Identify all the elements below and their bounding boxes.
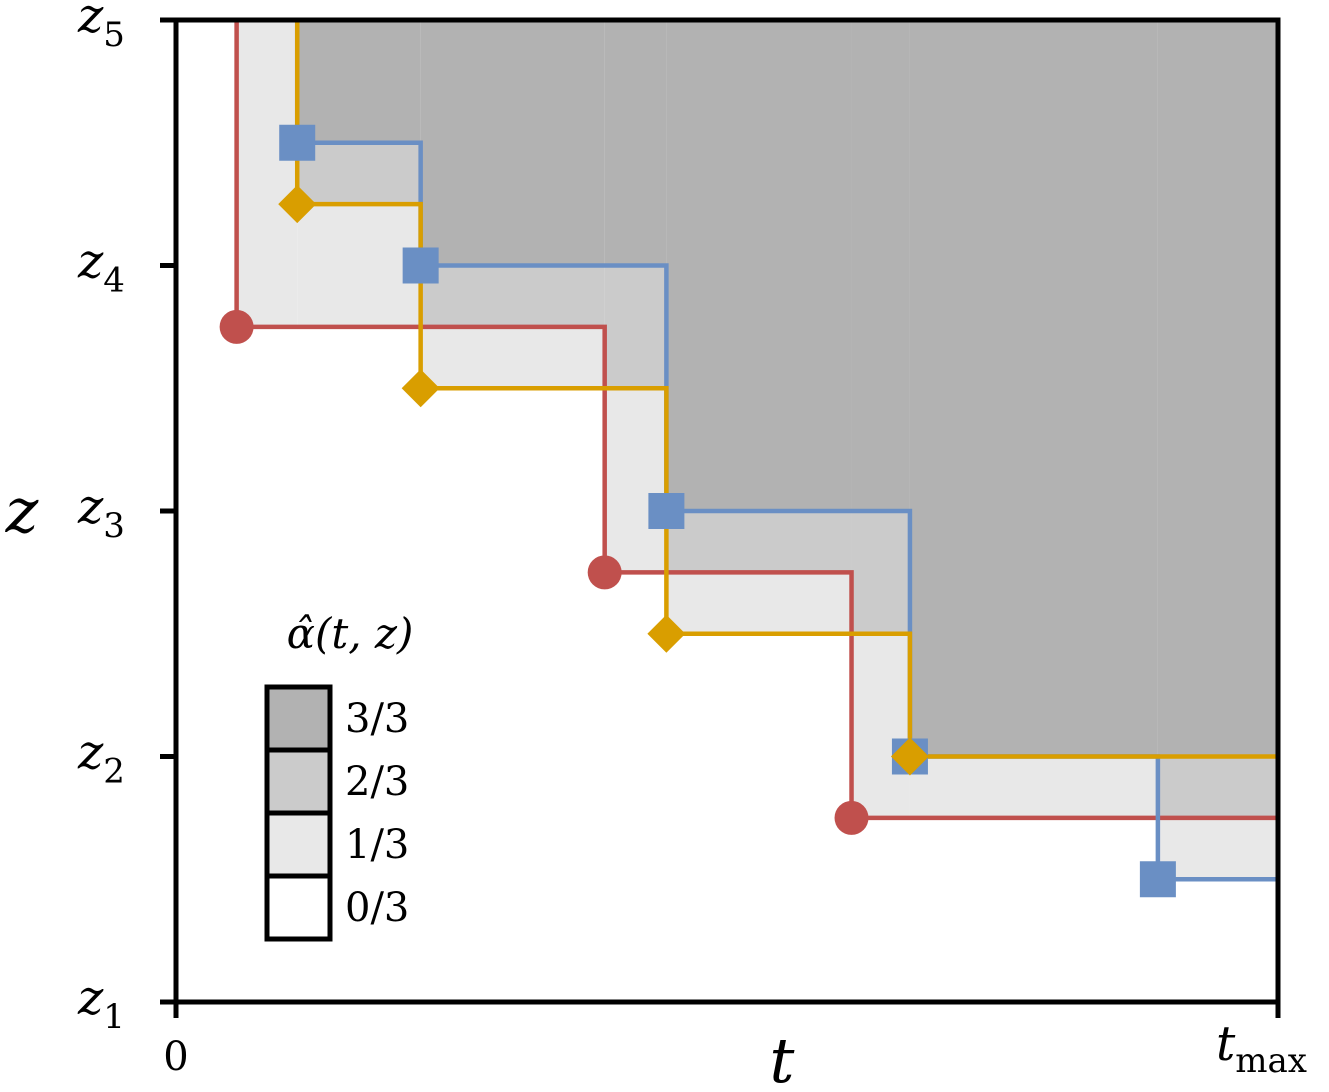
square-marker (1139, 861, 1176, 898)
coverage-fill-0-of-3 (604, 572, 667, 1002)
coverage-fill-1-of-3 (604, 388, 667, 573)
legend-label: 3/3 (345, 696, 409, 742)
coverage-fill-3-of-3 (420, 20, 605, 266)
coverage-fill-0-of-3 (420, 388, 605, 1002)
coverage-fill-3-of-3 (666, 20, 852, 511)
coverage-fill-3-of-3 (851, 20, 910, 511)
coverage-fill-regions (176, 20, 1278, 1002)
diamond-marker (401, 369, 440, 408)
legend-swatch (264, 747, 333, 816)
axes: z1 z2 z3 z4 z5 0 tmax t z (5, 0, 1307, 1092)
y-axis-label: z (5, 474, 39, 547)
diamond-marker (278, 185, 317, 224)
legend-label: 2/3 (345, 759, 409, 805)
series-markers (219, 124, 1176, 898)
x-tick-label: 0 (163, 1034, 188, 1080)
x-tick-label: tmax (1216, 1016, 1307, 1081)
x-axis-label: t (770, 1024, 795, 1092)
y-tick-label: z3 (77, 479, 125, 546)
circle-marker (219, 309, 254, 344)
y-tick-label: z5 (77, 0, 125, 55)
series-line-diamond (294, 20, 1278, 759)
legend-swatch (264, 684, 333, 753)
legend-title: α̂(t, z) (287, 609, 414, 658)
legend-label: 0/3 (345, 885, 409, 931)
coverage-fill-1-of-3 (297, 204, 421, 327)
coverage-fill-1-of-3 (1157, 817, 1278, 880)
diamond-marker (647, 614, 686, 653)
coverage-fill-0-of-3 (909, 817, 1158, 1002)
coverage-fill-1-of-3 (236, 20, 298, 327)
coverage-fill-3-of-3 (297, 20, 421, 143)
y-tick-label: z1 (77, 970, 125, 1037)
coverage-fill-2-of-3 (851, 511, 910, 634)
coverage-fill-2-of-3 (420, 265, 605, 327)
coverage-fill-3-of-3 (1157, 20, 1278, 757)
legend: α̂(t, z) 3/3 2/3 1/3 0/3 (264, 609, 414, 942)
coverage-fill-1-of-3 (666, 572, 852, 634)
coverage-fill-3-of-3 (909, 20, 1158, 757)
coverage-fill-0-of-3 (1157, 879, 1278, 1002)
coverage-fill-2-of-3 (666, 511, 852, 573)
coverage-fill-1-of-3 (909, 756, 1158, 818)
diamond-marker (890, 737, 929, 776)
square-marker (648, 493, 685, 529)
legend-swatch (264, 873, 333, 942)
legend-label: 1/3 (345, 822, 409, 868)
legend-swatch (264, 810, 333, 879)
y-tick-label: z4 (77, 234, 125, 301)
y-tick-label: z2 (77, 725, 125, 792)
square-marker (279, 124, 316, 161)
circle-marker (587, 555, 622, 590)
circle-marker (834, 800, 869, 835)
coverage-fill-2-of-3 (1157, 756, 1278, 818)
coverage-fill-0-of-3 (176, 20, 237, 1002)
coverage-fill-3-of-3 (604, 20, 667, 266)
coverage-fill-2-of-3 (604, 265, 667, 389)
coverage-fill-2-of-3 (297, 142, 421, 205)
coverage-fill-0-of-3 (666, 633, 852, 1002)
square-marker (402, 247, 439, 284)
coverage-fill-1-of-3 (420, 326, 605, 389)
coverage-fill-1-of-3 (851, 633, 910, 818)
coverage-fill-0-of-3 (851, 817, 910, 1002)
